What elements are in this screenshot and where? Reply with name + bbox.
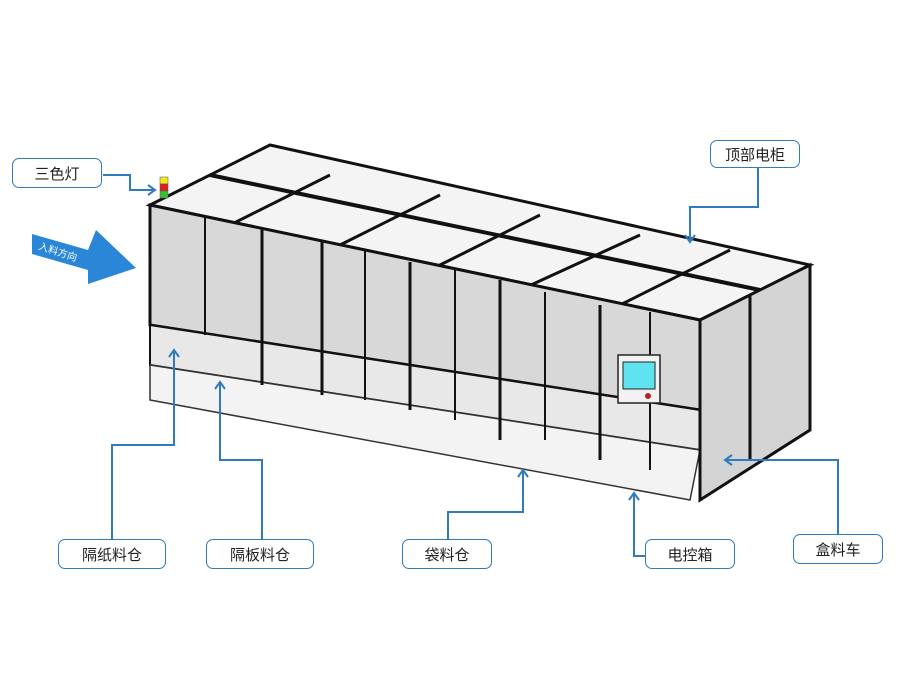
machine-front [148, 203, 702, 501]
callout-tri-light: 三色灯 [12, 158, 102, 188]
callout-box-cart: 盒料车 [793, 534, 883, 564]
machine-right-end [698, 262, 812, 503]
callout-arrowheads [147, 184, 733, 501]
callout-separator-paper-bin: 隔纸料仓 [58, 539, 166, 569]
callout-separator-board-bin: 隔板料仓 [206, 539, 314, 569]
callout-bag-bin: 袋料仓 [402, 539, 492, 569]
hmi-panel [617, 354, 661, 404]
callout-lines [103, 168, 839, 557]
callout-control-box: 电控箱 [645, 539, 735, 569]
feed-direction-arrow [32, 230, 136, 284]
tower-light-icon [159, 176, 169, 199]
callout-top-cabinet: 顶部电柜 [710, 140, 800, 168]
machine-roof [145, 143, 815, 322]
